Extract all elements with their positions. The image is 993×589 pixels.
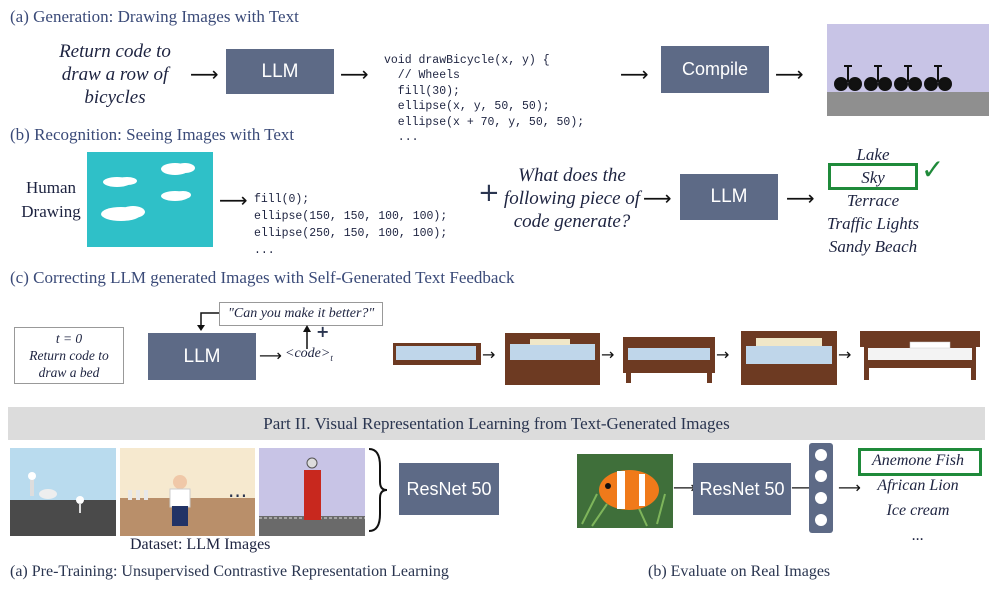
bicycles-render-image bbox=[827, 24, 989, 116]
arrow-icon: ⟶ bbox=[838, 478, 861, 497]
dataset-image-person bbox=[120, 448, 255, 536]
dataset-label: Dataset: LLM Images bbox=[130, 536, 271, 553]
resnet-pretrain-box: ResNet 50 bbox=[399, 463, 499, 515]
feature-vector bbox=[809, 443, 833, 533]
generation-prompt: Return code to draw a row of bicycles bbox=[59, 41, 171, 108]
arrow-icon: ⟶ bbox=[673, 478, 696, 497]
checkmark-icon: ✓ bbox=[921, 153, 945, 186]
class-item: ... bbox=[912, 527, 924, 544]
feedback-arrow-icon bbox=[197, 312, 219, 331]
recognition-code: fill(0);ellipse(150, 150, 100, 100);elli… bbox=[254, 193, 448, 257]
pretraining-caption: (a) Pre-Training: Unsupervised Contrasti… bbox=[10, 563, 449, 580]
sky-drawing-image bbox=[87, 152, 213, 247]
dataset-image-door bbox=[259, 448, 365, 536]
svg-text:→: → bbox=[838, 345, 851, 364]
section-b-title: (b) Recognition: Seeing Images with Text bbox=[10, 125, 295, 144]
arrow-icon: ⟶ bbox=[643, 186, 672, 210]
bed-prompt-box: t = 0 Return code to draw a bed bbox=[14, 327, 124, 384]
section-c-title: (c) Correcting LLM generated Images with… bbox=[10, 268, 515, 287]
predicted-classes: Anemone Fish African Lion Ice cream ... bbox=[858, 448, 978, 548]
timestep-label: t = 0 bbox=[55, 331, 83, 346]
clownfish-image bbox=[577, 454, 673, 528]
compile-box: Compile bbox=[661, 46, 769, 93]
llm-box: LLM bbox=[226, 49, 334, 94]
option-item: Lake bbox=[856, 145, 890, 164]
plus-icon: + bbox=[478, 178, 500, 208]
class-item: Ice cream bbox=[886, 502, 950, 519]
plus-icon: + bbox=[316, 322, 330, 341]
option-item-selected: Sky bbox=[861, 168, 885, 187]
class-item: African Lion bbox=[877, 477, 959, 494]
arrow-icon: ⟶ bbox=[620, 62, 649, 86]
svg-text:→: → bbox=[716, 345, 729, 364]
bed-iterations-image: → → → → bbox=[393, 331, 980, 385]
class-item-selected: Anemone Fish bbox=[872, 452, 964, 469]
svg-text:→: → bbox=[482, 345, 495, 364]
option-item: Traffic Lights bbox=[826, 214, 920, 233]
arrow-icon: ⟶ bbox=[786, 186, 815, 210]
question-prompt: What does the following piece of code ge… bbox=[503, 165, 641, 232]
part2-banner: Part II. Visual Representation Learning … bbox=[8, 407, 985, 440]
option-item: Sandy Beach bbox=[828, 237, 918, 256]
selected-answer-highlight bbox=[828, 163, 918, 190]
evaluate-caption: (b) Evaluate on Real Images bbox=[648, 563, 831, 580]
arrow-icon: ⟶ bbox=[259, 346, 282, 365]
option-item: Terrace bbox=[846, 191, 900, 210]
ellipsis: ... bbox=[228, 478, 248, 502]
up-arrow-icon bbox=[303, 325, 311, 349]
code-output-label: <code>t bbox=[285, 346, 333, 363]
svg-text:→: → bbox=[601, 345, 614, 364]
feedback-box: "Can you make it better?" bbox=[219, 302, 384, 326]
arrow-icon: ⟶ bbox=[775, 62, 804, 86]
section-a-title: (a) Generation: Drawing Images with Text bbox=[10, 7, 299, 26]
dataset-image-snowman bbox=[10, 448, 116, 536]
recognition-options: Lake Sky Terrace Traffic Lights Sandy Be… bbox=[818, 143, 928, 258]
llm-box: LLM bbox=[148, 333, 256, 380]
arrow-icon: ⟶ bbox=[219, 188, 248, 212]
bed-prompt: Return code to draw a bed bbox=[29, 348, 109, 380]
arrow-icon: ⟶ bbox=[190, 62, 219, 86]
brace-icon bbox=[368, 448, 388, 532]
arrow-icon: ⟶ bbox=[340, 62, 369, 86]
arrow-icon: ⟶ bbox=[791, 478, 814, 497]
llm-box: LLM bbox=[680, 174, 778, 220]
human-drawing-label: Human Drawing bbox=[21, 178, 81, 221]
resnet-eval-box: ResNet 50 bbox=[693, 463, 791, 515]
selected-class-highlight bbox=[858, 448, 982, 476]
generated-code: void drawBicycle(x, y) { // Wheels fill(… bbox=[384, 53, 585, 145]
